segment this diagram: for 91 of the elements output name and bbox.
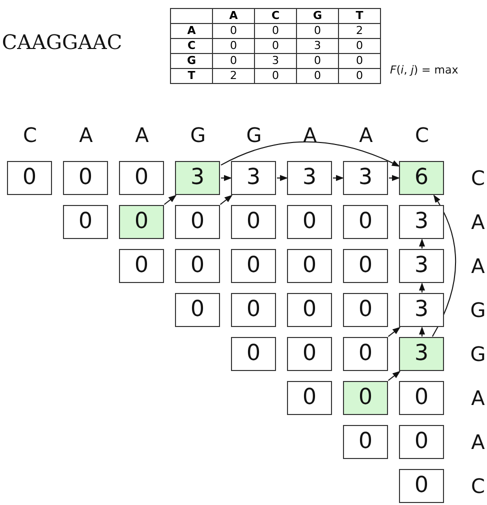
score-cell: 3 [343,160,388,194]
row-letter: C [471,166,485,190]
score-cell: 0 [63,160,108,194]
score-cell: 0 [63,204,108,238]
score-value: 2 [356,24,363,37]
arrow [388,175,400,181]
arrow [220,141,400,167]
score-value: 0 [314,54,321,67]
score-value: 0 [230,24,237,37]
arrow [220,175,232,181]
arrow [419,326,425,337]
score-cell: 0 [343,248,388,282]
column-letter: A [135,123,149,147]
score-value: 0 [272,24,279,37]
score-cell: 0 [287,292,332,326]
score-cell: 0 [7,160,52,194]
score-cell: 3 [399,204,444,238]
arrow [388,370,401,381]
header-text: G [186,54,196,67]
score-cell: 0 [175,204,220,238]
score-cell: 0 [343,292,388,326]
score-cell: 3 [399,336,444,370]
row-letter: A [471,430,485,454]
arrow [164,194,177,205]
score-cell: 3 [399,248,444,282]
score-cell: 0 [343,204,388,238]
score-cell: 0 [231,248,276,282]
score-cell: 6 [399,160,444,194]
header-text: A [229,9,238,22]
score-cell: 0 [119,204,164,238]
row-letter: A [471,386,485,410]
score-cell: 0 [343,380,388,414]
arrow [419,238,425,249]
score-value: 0 [314,24,321,37]
header-text: T [356,9,364,22]
arrow [332,175,344,181]
score-cell: 0 [399,380,444,414]
column-letter: A [359,123,373,147]
score-cell: 0 [287,336,332,370]
column-letter: A [79,123,93,147]
score-value: 0 [356,39,363,52]
score-cell: 0 [343,336,388,370]
score-cell: 3 [175,160,220,194]
score-value: 0 [314,69,321,82]
score-cell: 0 [399,424,444,458]
score-cell: 0 [287,380,332,414]
score-cell: 0 [231,292,276,326]
column-letter: G [246,123,262,147]
score-cell: 0 [231,336,276,370]
arrow [276,175,288,181]
score-cell: 3 [399,292,444,326]
score-value: 0 [272,69,279,82]
header-text: T [188,69,196,82]
column-letter: C [23,123,37,147]
score-cell: 0 [231,204,276,238]
arrow [388,326,401,337]
column-letter: G [190,123,206,147]
score-cell: 0 [343,424,388,458]
formula-text: F(i, j) = max [390,64,458,76]
score-value: 3 [314,39,321,52]
row-letter: G [470,342,486,366]
score-value: 0 [356,54,363,67]
arrow [220,194,233,205]
score-cell: 0 [119,248,164,282]
score-cell: 3 [231,160,276,194]
score-cell: 0 [119,160,164,194]
arrow [432,194,456,337]
score-cell: 0 [287,204,332,238]
score-value: 0 [230,54,237,67]
header-text: C [271,9,280,22]
score-value: 0 [230,39,237,52]
score-value: 0 [356,69,363,82]
score-cell: 0 [399,468,444,502]
header-text: A [187,24,196,37]
header-text: G [312,9,322,22]
column-letter: C [415,123,429,147]
score-value: 0 [272,39,279,52]
column-letter: A [303,123,317,147]
header-text: C [187,39,196,52]
arrow [419,282,425,293]
score-value: 3 [272,54,279,67]
row-letter: C [471,474,485,498]
row-letter: A [471,210,485,234]
score-cell: 3 [287,160,332,194]
sequence-text: CAAGGAAC [2,30,122,54]
score-cell: 0 [175,248,220,282]
row-letter: G [470,298,486,322]
row-letter: A [471,254,485,278]
score-value: 2 [230,69,237,82]
score-cell: 0 [287,248,332,282]
score-cell: 0 [175,292,220,326]
